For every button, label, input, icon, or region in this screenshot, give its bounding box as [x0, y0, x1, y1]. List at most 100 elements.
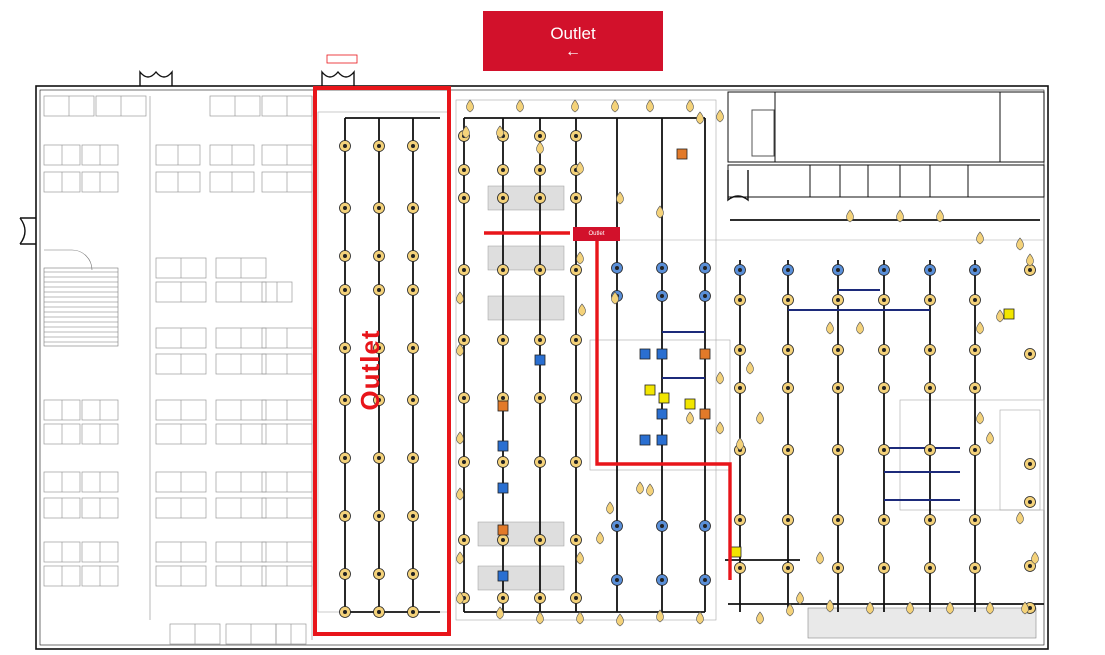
- pendant-light: [736, 437, 744, 451]
- exit-sign: [326, 54, 358, 64]
- pendant-light: [576, 611, 584, 625]
- pendant-light: [686, 411, 694, 425]
- pendant-light: [746, 361, 754, 375]
- electrical-box: [656, 348, 668, 360]
- pendant-light: [716, 371, 724, 385]
- pendant-light: [456, 591, 464, 605]
- route-tag: Outlet: [573, 227, 620, 241]
- pendant-light: [1021, 601, 1029, 615]
- pendant-light: [616, 191, 624, 205]
- pendant-light: [686, 99, 694, 113]
- storage-racks: [43, 95, 313, 645]
- electrical-box-icon: [497, 148, 1015, 582]
- electrical-box: [639, 348, 651, 360]
- pendant-light: [1016, 511, 1024, 525]
- pendant-light: [946, 601, 954, 615]
- outlet-banner[interactable]: Outlet ←: [483, 11, 663, 71]
- pendant-light: [796, 591, 804, 605]
- electrical-box: [497, 570, 509, 582]
- electrical-box: [497, 400, 509, 412]
- electrical-box: [699, 348, 711, 360]
- pendant-light: [646, 483, 654, 497]
- checkout-area: [477, 185, 1037, 639]
- electrical-box: [656, 408, 668, 420]
- pendant-light: [896, 209, 904, 223]
- outlet-zone-label: Outlet: [355, 329, 385, 411]
- pendant-light-icon: [456, 99, 1039, 627]
- floor-partitions: [317, 99, 1045, 621]
- pendant-light: [456, 431, 464, 445]
- pendant-light: [576, 161, 584, 175]
- pendant-light: [986, 601, 994, 615]
- electrical-box: [656, 434, 668, 446]
- pendant-light: [696, 111, 704, 125]
- pendant-light: [456, 551, 464, 565]
- staircase: [43, 249, 119, 347]
- electrical-box: [644, 384, 656, 396]
- electrical-box: [699, 408, 711, 420]
- pendant-light: [816, 551, 824, 565]
- wiring-crosslinks: [662, 289, 960, 501]
- pendant-light: [1026, 253, 1034, 267]
- pendant-light: [986, 431, 994, 445]
- pendant-light: [456, 343, 464, 357]
- pendant-light: [1016, 237, 1024, 251]
- pendant-light: [996, 309, 1004, 323]
- pendant-light: [646, 99, 654, 113]
- pendant-light: [826, 599, 834, 613]
- electrical-box: [676, 148, 688, 160]
- banner-title: Outlet: [550, 24, 596, 43]
- electrical-box: [534, 354, 546, 366]
- door-swing-icon: [19, 70, 749, 245]
- pendant-light: [716, 421, 724, 435]
- pendant-light: [571, 99, 579, 113]
- electrical-box: [497, 482, 509, 494]
- pendant-light: [456, 291, 464, 305]
- pendant-light: [756, 611, 764, 625]
- ceiling-light-icon: [339, 130, 1036, 618]
- outlet-zone-highlight: [313, 86, 451, 636]
- office-block: [727, 91, 1045, 198]
- pendant-light: [462, 125, 470, 139]
- route-to-outlet: [484, 231, 732, 580]
- electrical-box: [1003, 308, 1015, 320]
- electrical-box: [497, 524, 509, 536]
- pendant-light: [656, 205, 664, 219]
- pendant-light: [846, 209, 854, 223]
- pendant-light: [936, 209, 944, 223]
- pendant-light: [976, 321, 984, 335]
- electrical-box: [658, 392, 670, 404]
- pendant-light: [976, 231, 984, 245]
- pendant-light: [906, 601, 914, 615]
- pendant-light: [466, 99, 474, 113]
- pendant-light: [536, 141, 544, 155]
- pendant-light: [826, 321, 834, 335]
- pendant-light: [856, 321, 864, 335]
- pendant-light: [716, 109, 724, 123]
- pendant-light: [696, 611, 704, 625]
- electrical-box: [497, 440, 509, 452]
- electrical-box: [684, 398, 696, 410]
- electrical-box: [730, 546, 742, 558]
- pendant-light: [456, 487, 464, 501]
- pendant-light: [606, 501, 614, 515]
- pendant-light: [786, 603, 794, 617]
- pendant-light: [516, 99, 524, 113]
- pendant-light: [536, 611, 544, 625]
- pendant-light: [578, 303, 586, 317]
- pendant-light: [1031, 551, 1039, 565]
- pendant-light: [496, 125, 504, 139]
- pendant-light: [496, 606, 504, 620]
- pendant-light: [576, 251, 584, 265]
- pendant-light: [756, 411, 764, 425]
- electrical-box: [639, 434, 651, 446]
- left-arrow-icon: ←: [565, 43, 581, 60]
- pendant-light: [611, 99, 619, 113]
- building-outline: [35, 85, 1049, 650]
- pendant-light: [866, 601, 874, 615]
- pendant-light: [611, 291, 619, 305]
- pendant-light: [576, 551, 584, 565]
- pendant-light: [976, 411, 984, 425]
- pendant-light: [636, 481, 644, 495]
